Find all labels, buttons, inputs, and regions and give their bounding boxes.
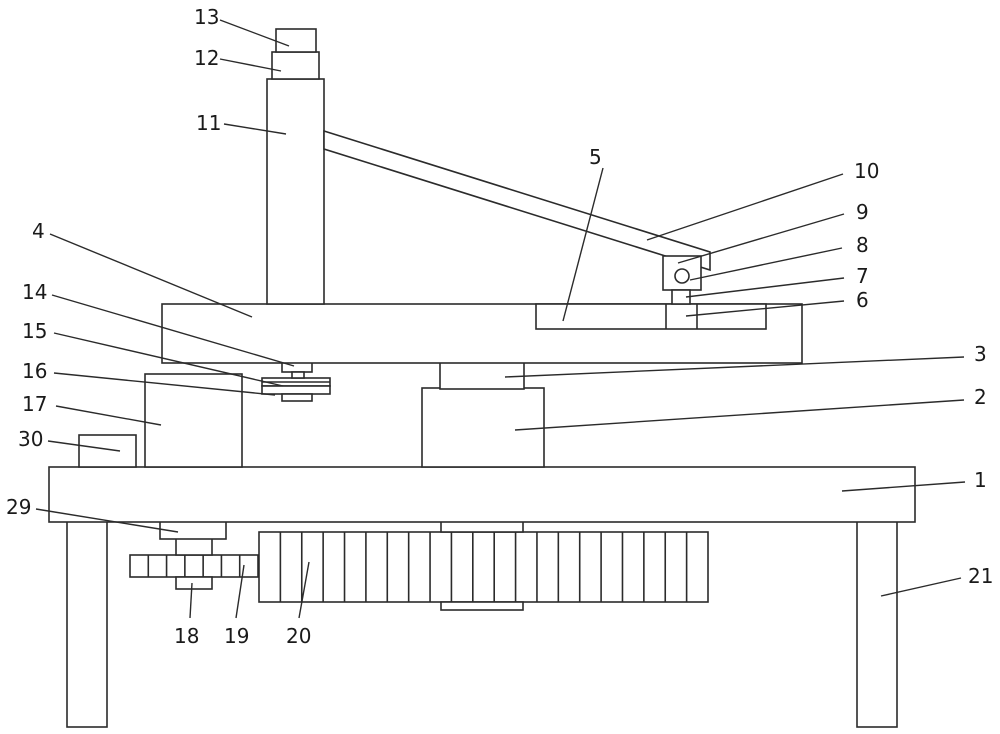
column-2 xyxy=(421,387,545,468)
label-5: 5 xyxy=(589,145,602,169)
label-4: 4 xyxy=(32,219,45,243)
pillar-11 xyxy=(266,78,325,305)
block-5 xyxy=(535,303,767,330)
right-leg xyxy=(856,520,898,728)
label-14: 14 xyxy=(22,280,47,304)
top-13 xyxy=(275,28,317,53)
label-7: 7 xyxy=(856,264,869,288)
box-17 xyxy=(144,373,243,468)
label-11: 11 xyxy=(196,111,221,135)
label-9: 9 xyxy=(856,200,869,224)
label-10: 10 xyxy=(854,159,879,183)
large-gear xyxy=(258,531,709,611)
label-13: 13 xyxy=(194,5,219,29)
leader-lines xyxy=(35,19,966,619)
block-30 xyxy=(78,434,137,468)
label-2: 2 xyxy=(974,385,987,409)
arm-10 xyxy=(323,129,711,272)
left-leg xyxy=(66,520,108,728)
label-12: 12 xyxy=(194,46,219,70)
label-20: 20 xyxy=(286,624,311,648)
pulley xyxy=(261,361,331,402)
label-1: 1 xyxy=(974,468,987,492)
part-labels: 13 12 11 5 10 9 8 7 6 4 14 15 16 17 30 3… xyxy=(6,5,993,648)
label-29: 29 xyxy=(6,495,31,519)
label-15: 15 xyxy=(22,319,47,343)
label-18: 18 xyxy=(174,624,199,648)
label-19: 19 xyxy=(224,624,249,648)
label-3: 3 xyxy=(974,342,987,366)
small-gear xyxy=(129,554,259,578)
cap-12 xyxy=(271,51,320,80)
pin-8 xyxy=(674,268,690,284)
label-30: 30 xyxy=(18,427,43,451)
label-21: 21 xyxy=(968,564,993,588)
column-3 xyxy=(439,361,525,390)
label-17: 17 xyxy=(22,392,47,416)
label-8: 8 xyxy=(856,233,869,257)
label-16: 16 xyxy=(22,359,47,383)
shaft-end xyxy=(175,576,213,590)
lower-shaft xyxy=(175,537,213,556)
label-6: 6 xyxy=(856,288,869,312)
base-table xyxy=(48,466,916,523)
